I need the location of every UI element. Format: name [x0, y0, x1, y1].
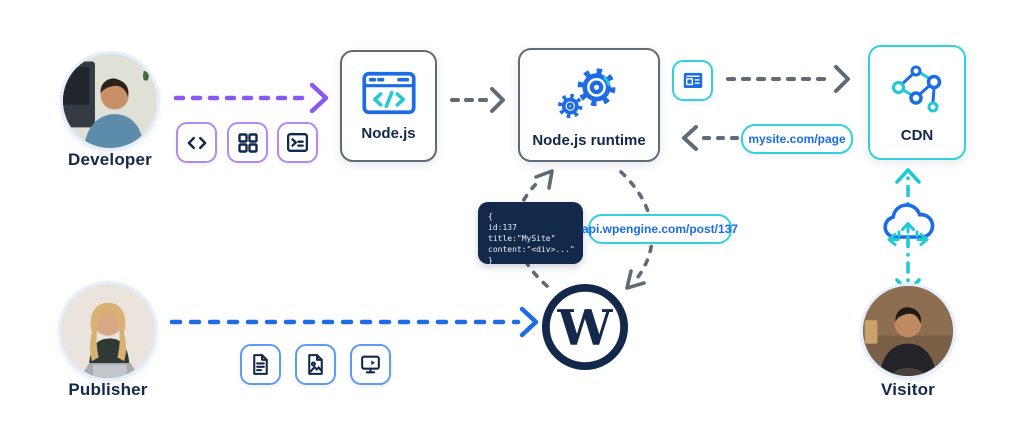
visitor-label: Visitor	[881, 380, 935, 399]
document-chip	[240, 344, 281, 385]
cdn-label: CDN	[900, 127, 934, 144]
runtime-label: Node.js runtime	[532, 131, 646, 149]
grid-icon	[237, 132, 258, 153]
code-icon	[187, 136, 206, 149]
code-chip	[176, 122, 217, 163]
publisher-label: Publisher	[68, 380, 148, 399]
wordpress-to-runtime-arc	[513, 169, 554, 288]
publisher-to-wordpress-arrow	[169, 306, 539, 338]
json-code-block: { id:137 title:"MySite" content:"<div>..…	[478, 202, 583, 266]
cloud-sync	[876, 196, 940, 254]
code-line: content:"<div>..."	[488, 245, 575, 255]
developer-label: Developer	[67, 150, 152, 169]
nodejs-label: Node.js	[361, 124, 416, 142]
terminal-icon	[286, 133, 309, 152]
terminal-chip	[277, 122, 318, 163]
mysite-url-pill: mysite.com/page	[741, 124, 853, 154]
cdn-node: CDN	[868, 45, 966, 160]
webpage-icon	[683, 72, 702, 88]
cloud-sync-icon	[883, 203, 935, 246]
code-line: title:"MySite"	[488, 234, 556, 244]
gears-icon	[558, 67, 616, 118]
visitor-avatar	[863, 286, 953, 376]
code-line: {	[488, 212, 493, 221]
image-icon	[308, 354, 323, 375]
visitor-photo	[863, 286, 953, 376]
code-line: id:137	[488, 223, 517, 233]
network-icon	[891, 65, 942, 113]
runtime-to-wordpress-arc	[619, 170, 654, 290]
mysite-url-text: mysite.com/page	[748, 132, 846, 146]
grid-chip	[227, 122, 268, 163]
developer-to-nodejs-arrow	[173, 82, 329, 114]
cdn-to-runtime-arrow	[682, 125, 739, 151]
api-url-text: api.wpengine.com/post/137	[581, 222, 739, 236]
nodejs-to-runtime-arrow	[450, 87, 505, 113]
wordpress-logo: W	[541, 283, 629, 371]
wordpress-node: W	[541, 283, 629, 371]
publisher-avatar	[61, 284, 155, 378]
document-icon	[253, 354, 268, 375]
video-chip	[350, 344, 391, 385]
svg-text:W: W	[557, 299, 614, 357]
publisher-photo	[61, 284, 155, 378]
developer-photo	[63, 54, 157, 148]
api-url-pill: api.wpengine.com/post/137	[582, 214, 738, 244]
video-icon	[361, 355, 380, 374]
runtime-node: Node.js runtime	[518, 48, 660, 162]
runtime-to-cdn-arrow	[726, 65, 850, 93]
browser-code-icon	[361, 71, 416, 114]
code-line: }	[488, 256, 493, 266]
webpage-chip	[672, 60, 713, 101]
nodejs-node: Node.js	[340, 50, 437, 162]
image-chip	[295, 344, 336, 385]
developer-avatar	[63, 54, 157, 148]
